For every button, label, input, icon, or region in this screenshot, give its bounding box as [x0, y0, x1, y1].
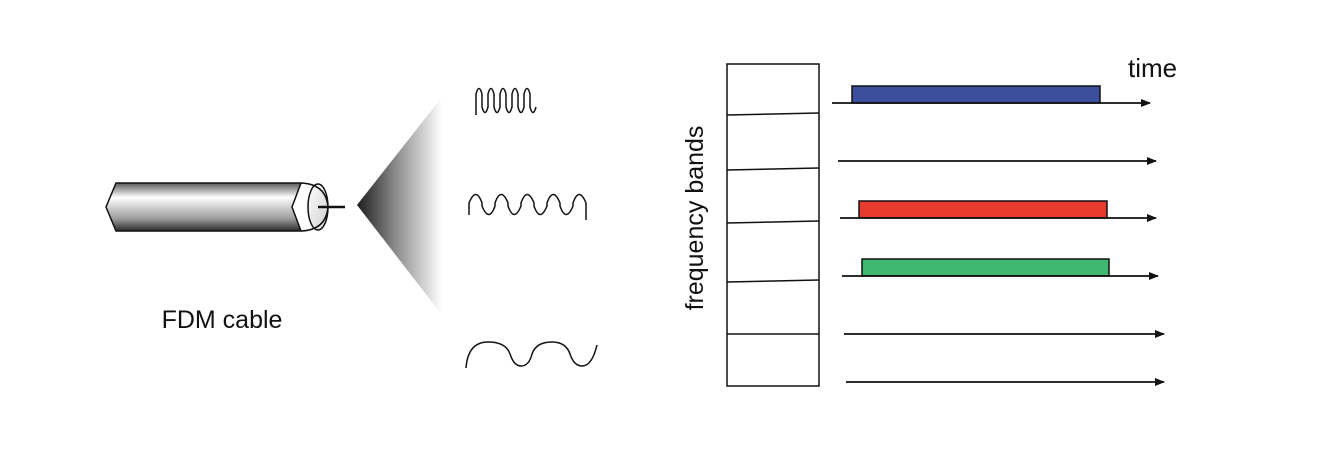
- medium-frequency-waveform-icon: [468, 193, 587, 220]
- signal-bar-band-3: [858, 200, 1108, 219]
- frequency-band-column: [726, 63, 820, 387]
- cable-label: FDM cable: [162, 306, 283, 334]
- signal-bar-band-4: [861, 258, 1110, 277]
- band-lanes: [832, 85, 1165, 386]
- frequency-axis-label: frequency bands: [681, 126, 709, 311]
- frequency-spread-cone: [357, 97, 442, 315]
- cable-icon: [105, 182, 345, 232]
- high-frequency-waveform-icon: [475, 87, 537, 115]
- signal-bar-band-1: [851, 85, 1101, 104]
- low-frequency-waveform-icon: [465, 341, 598, 369]
- time-axis-label: time: [1128, 53, 1177, 83]
